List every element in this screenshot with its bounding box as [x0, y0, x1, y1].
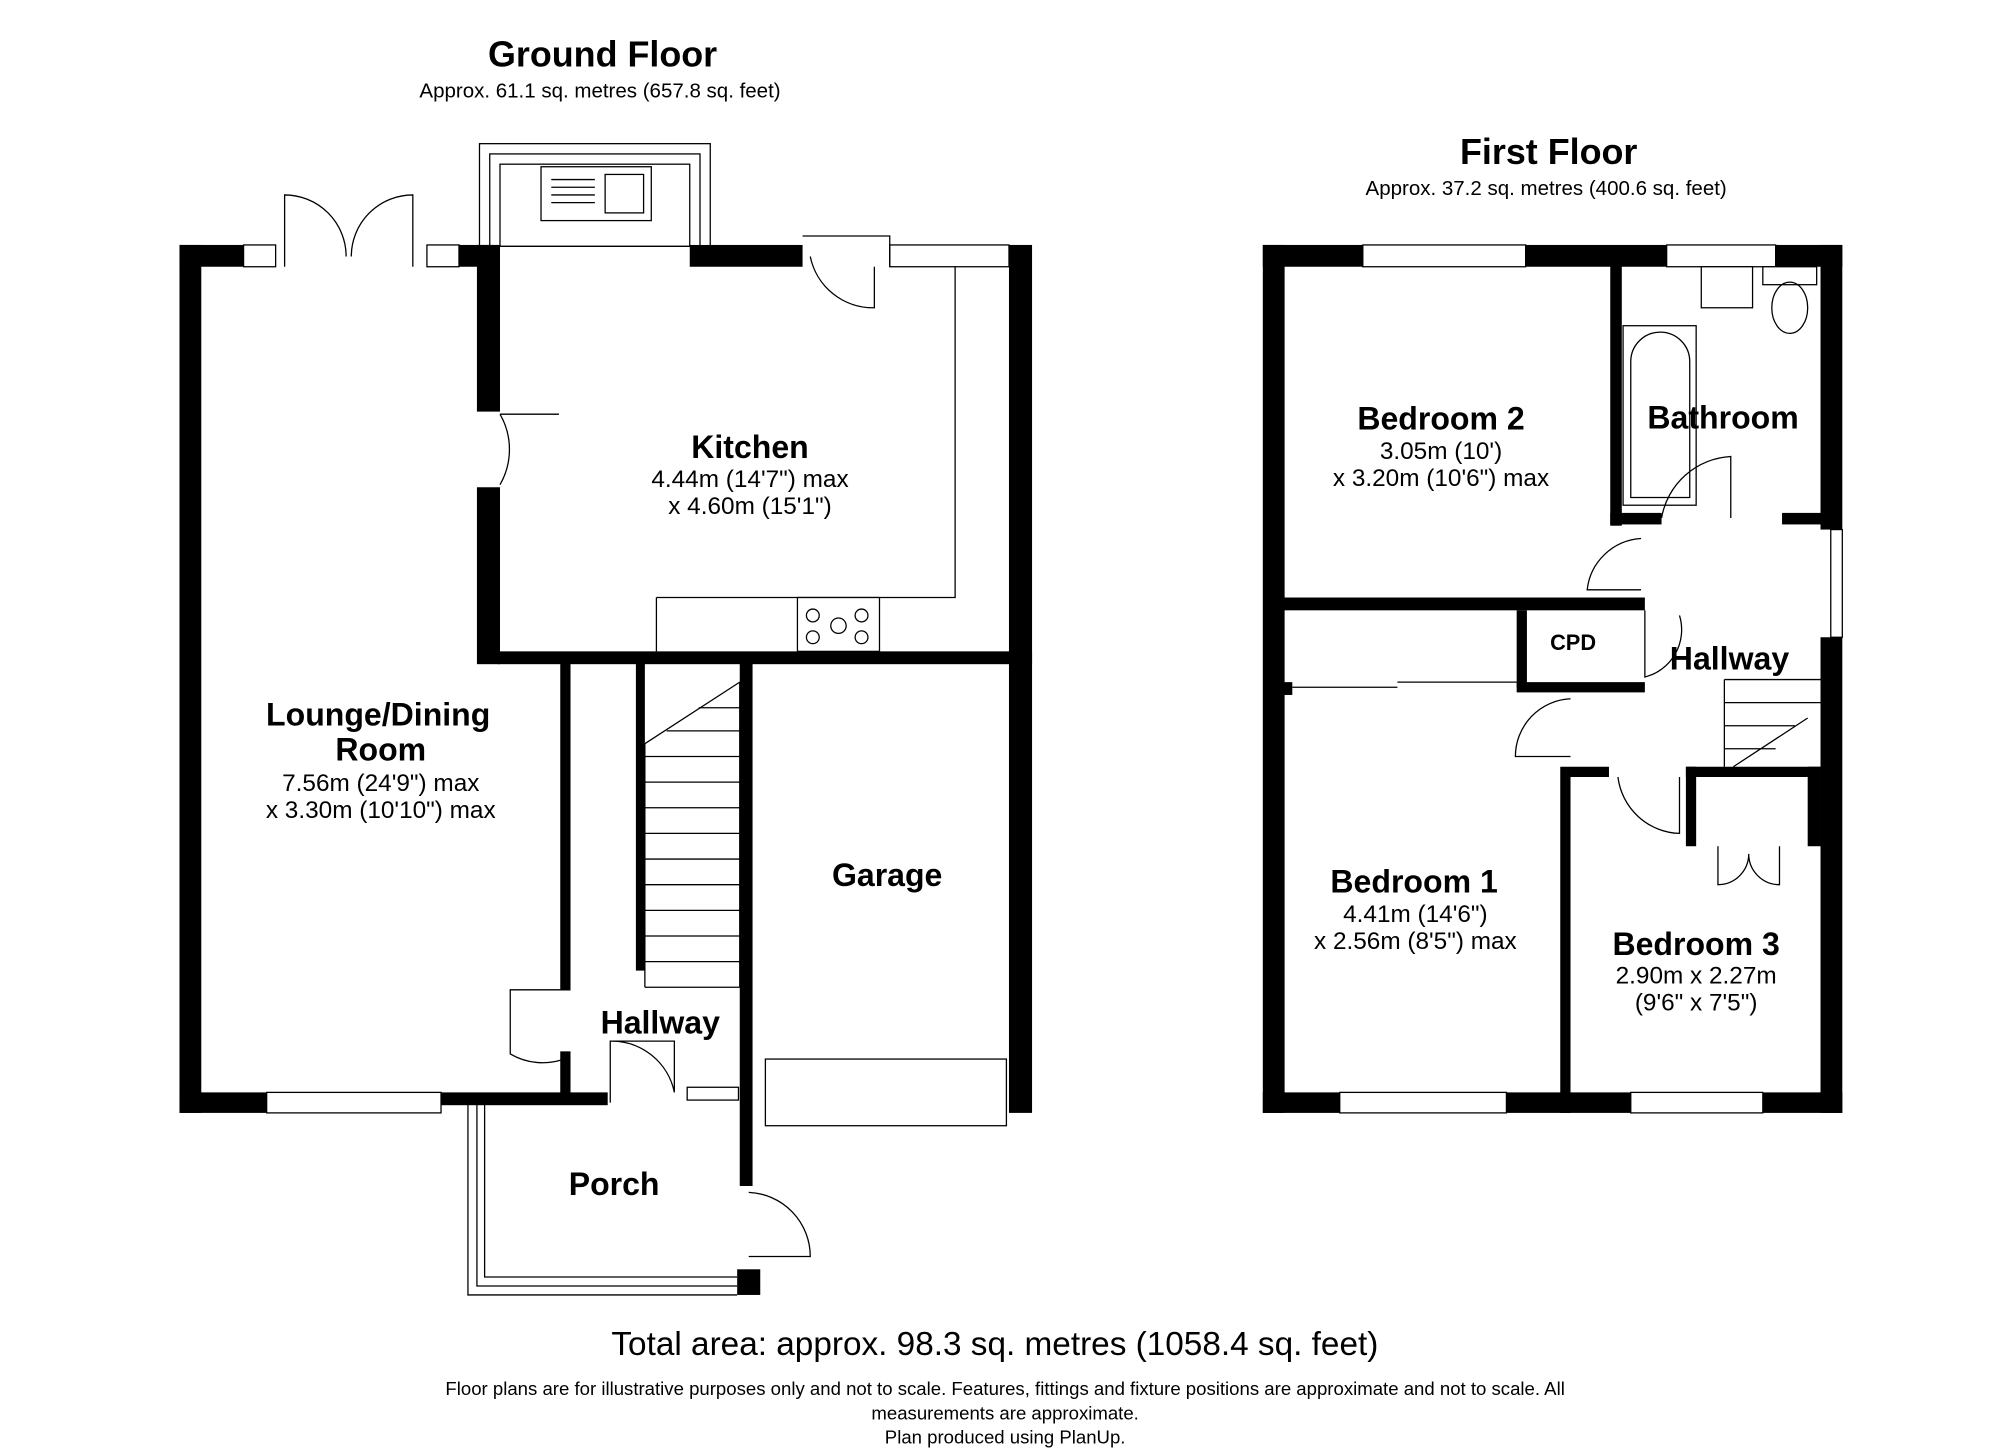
ground-floor-plan: Ground Floor Approx. 61.1 sq. metres (65… [179, 35, 1033, 1296]
ground-floor-fixtures [242, 194, 1010, 1296]
lounge-name-line1: Lounge/Dining [266, 697, 490, 733]
disclaimer-line1: Floor plans are for illustrative purpose… [445, 1378, 1564, 1399]
porch-glazing [467, 1102, 738, 1296]
first-floor-fixtures [1292, 244, 1843, 1114]
bath-icon [1622, 325, 1697, 506]
ground-floor-title: Ground Floor [488, 35, 717, 75]
basin-icon [1700, 266, 1754, 309]
staircase-icon [644, 681, 741, 988]
bedroom3-dim1: 2.90m x 2.27m [1616, 962, 1777, 989]
bedroom2-dim2: x 3.20m (10'6") max [1333, 465, 1549, 492]
bedroom2-dim1: 3.05m (10') [1380, 438, 1502, 465]
first-hallway-name: Hallway [1670, 640, 1790, 676]
bathroom-name: Bathroom [1647, 399, 1798, 435]
disclaimer-line2: measurements are approximate. [871, 1402, 1138, 1423]
bedroom1-name: Bedroom 1 [1330, 863, 1497, 899]
wardrobe-sliding-doors [1292, 681, 1517, 688]
lounge-dim1: 7.56m (24'9") max [282, 770, 479, 797]
kitchen-dim1: 4.44m (14'7") max [651, 466, 848, 493]
kitchen-back-door-icon [802, 235, 891, 309]
bedroom3-dim2: (9'6" x 7'5") [1635, 989, 1758, 1016]
first-floor-walls [1262, 244, 1843, 1113]
porch-entrance-door-icon [748, 1191, 811, 1258]
garage-door [764, 1058, 1008, 1127]
first-floor-plan: First Floor Approx. 37.2 sq. metres (400… [1262, 132, 1843, 1114]
french-doors-icon [283, 194, 414, 267]
bedroom2-door-icon [1586, 537, 1642, 591]
first-floor-stairs-icon [1723, 678, 1821, 768]
first-floor-area: Approx. 37.2 sq. metres (400.6 sq. feet) [1366, 177, 1727, 200]
lounge-dim2: x 3.30m (10'10") max [266, 797, 496, 824]
lounge-door-icon [509, 989, 571, 1103]
footer: Total area: approx. 98.3 sq. metres (105… [445, 1326, 1564, 1447]
bathroom-door-icon [1660, 455, 1732, 519]
kitchen-bay-window [478, 143, 711, 247]
bedroom1-dim1: 4.41m (14'6") [1343, 901, 1488, 928]
toilet-icon [1771, 281, 1809, 335]
bedroom2-name: Bedroom 2 [1357, 401, 1524, 437]
kitchen-door-icon [499, 413, 559, 486]
bedroom1-door-icon [1514, 698, 1571, 758]
bedroom1-dim2: x 2.56m (8'5") max [1314, 928, 1517, 955]
cpd-door-icon [1644, 610, 1683, 678]
cpd-name: CPD [1550, 630, 1596, 655]
garage-name: Garage [832, 857, 942, 893]
ground-floor-walls [179, 244, 1033, 1295]
ground-floor-area: Approx. 61.1 sq. metres (657.8 sq. feet) [419, 80, 780, 103]
porch-name: Porch [569, 1166, 660, 1202]
kitchen-dim2: x 4.60m (15'1") [668, 493, 831, 520]
wardrobe-doors-icon [1717, 846, 1781, 886]
bedroom3-name: Bedroom 3 [1612, 926, 1779, 962]
total-area: Total area: approx. 98.3 sq. metres (105… [611, 1326, 1378, 1363]
first-floor-title: First Floor [1460, 132, 1637, 172]
porch-door-icon [609, 1040, 676, 1103]
bedroom3-door-icon [1617, 776, 1681, 835]
plan-credit: Plan produced using PlanUp. [885, 1427, 1126, 1448]
lounge-name-line2: Room [335, 731, 426, 767]
ground-hallway-name: Hallway [601, 1004, 721, 1040]
kitchen-name: Kitchen [691, 429, 809, 465]
